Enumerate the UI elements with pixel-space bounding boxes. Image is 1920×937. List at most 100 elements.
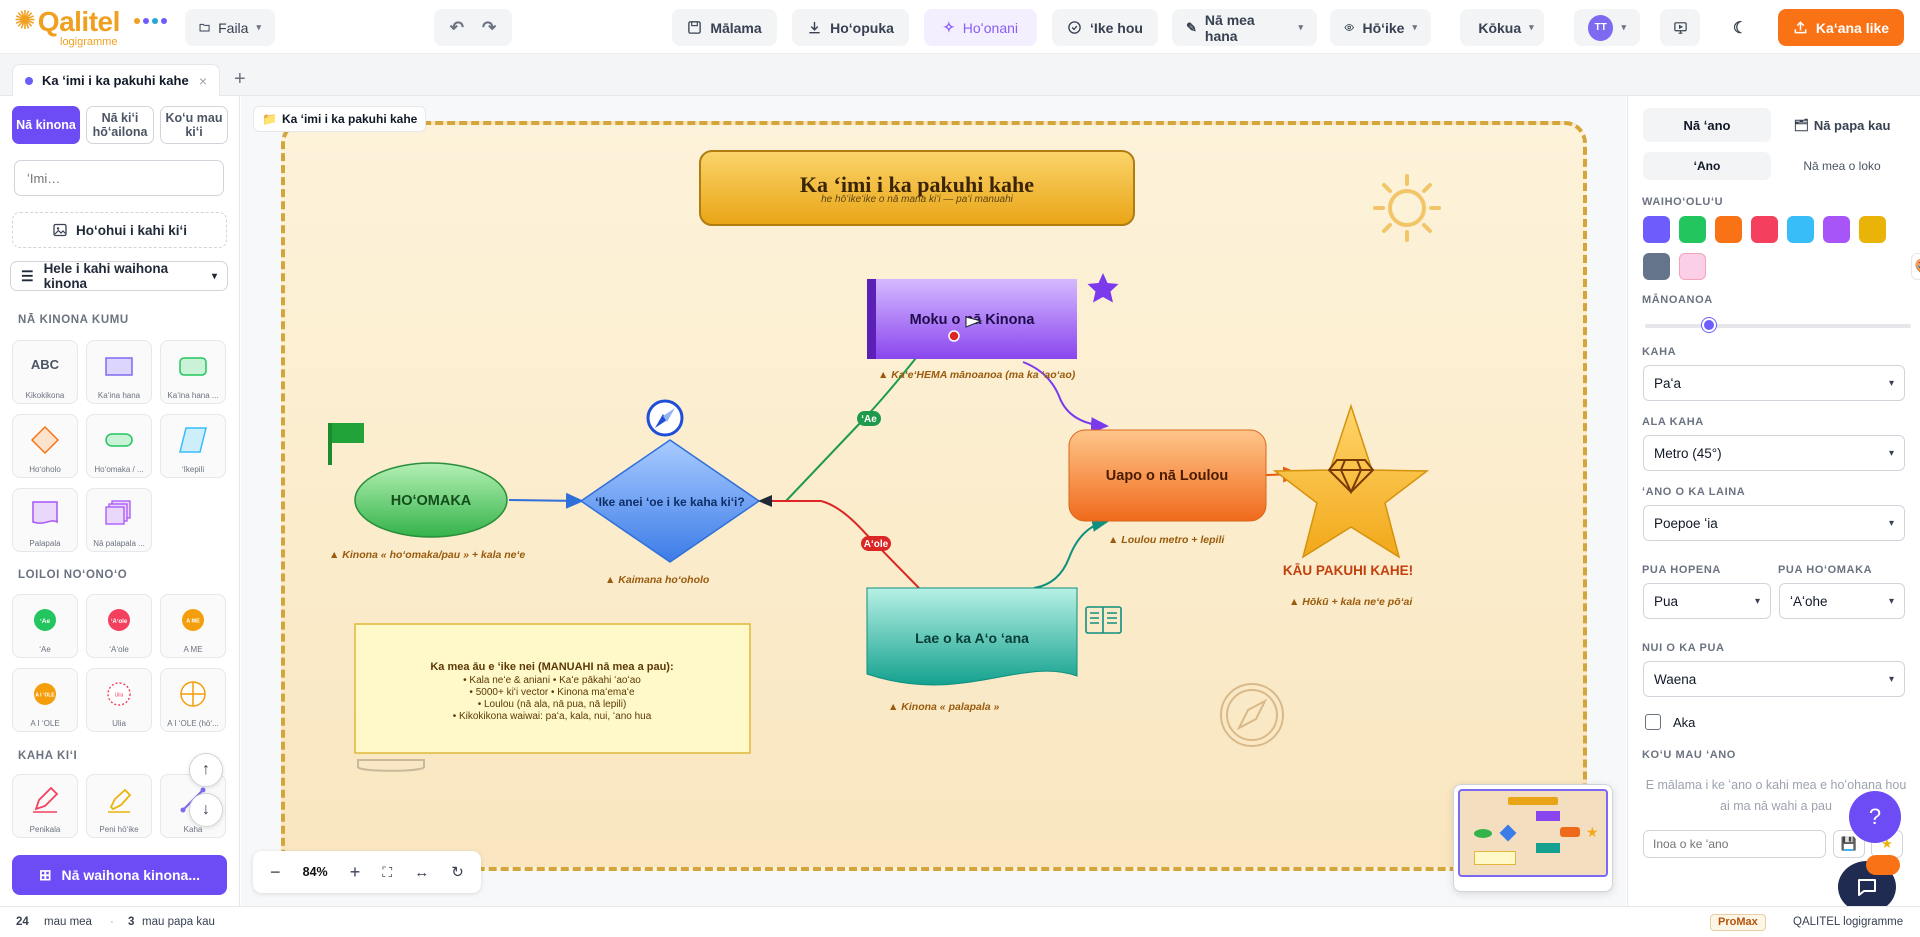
links-hub-node[interactable]: Uapo o nā Loulou	[1068, 429, 1267, 522]
user-menu-button[interactable]: TT ▾	[1574, 9, 1640, 46]
thickness-slider[interactable]	[1645, 318, 1911, 332]
arrow-start-select[interactable]: ʻAʻohe ▾	[1779, 583, 1905, 619]
subtab-contents[interactable]: Nā mea o loko	[1803, 159, 1881, 173]
shape-search-input[interactable]	[14, 160, 224, 196]
sparkle-icon: ✧	[943, 19, 955, 35]
arrow-end-select[interactable]: Pua ▾	[1643, 583, 1771, 619]
color-swatch[interactable]	[1715, 216, 1742, 243]
line-style-select[interactable]: Poepoe ʻia ▾	[1643, 505, 1905, 541]
library-select[interactable]: ☰ Hele i kahi waihona kinona ▾	[10, 261, 228, 291]
logo-dots-icon	[134, 18, 167, 24]
start-node[interactable]: HOʻOMAKA	[328, 423, 508, 538]
connector-bottom-to-right[interactable]	[1033, 516, 1110, 589]
redo-icon[interactable]: ↷	[482, 17, 497, 37]
shape-tile-rounded-process[interactable]: Kaʻina hana ...	[160, 340, 226, 404]
arrow-size-select[interactable]: Waena ▾	[1643, 661, 1905, 697]
shape-libraries-button[interactable]: ⊞ Nā waihona kinona...	[12, 855, 227, 895]
tab-shapes[interactable]: Nā kinona	[12, 106, 80, 144]
file-menu-button[interactable]: Faila ▾	[185, 9, 275, 46]
decision-tile-yes[interactable]: ʻAe ʻAe	[12, 594, 78, 658]
shape-tile-process[interactable]: Kaʻina hana	[86, 340, 152, 404]
custom-color-picker[interactable]: 🎨	[1911, 253, 1920, 280]
decision-tile-xor[interactable]: A I ʻOLE (hōʻ...	[160, 668, 226, 732]
route-select[interactable]: Metro (45°) ▾	[1643, 435, 1905, 471]
shape-tile-data[interactable]: ʻIkepili	[160, 414, 226, 478]
elements-menu-button[interactable]: ✎ Nā mea hana ▾	[1172, 9, 1317, 46]
shape-tile-terminator[interactable]: Hoʻomaka / ...	[86, 414, 152, 478]
decision-tile-error[interactable]: Ulia Ulia	[86, 668, 152, 732]
learning-cape-node[interactable]: Lae o ka Aʻo ʻana	[866, 587, 1078, 686]
minimap[interactable]: ★	[1453, 784, 1613, 892]
connector-no[interactable]	[761, 500, 973, 643]
check-button[interactable]: ʻIke hou	[1052, 9, 1158, 46]
slider-thumb[interactable]	[1701, 318, 1716, 332]
zoom-in-button[interactable]: +	[349, 861, 361, 882]
fit-screen-icon[interactable]: ⛶	[382, 863, 393, 880]
tab-my-images[interactable]: Koʻu mau kiʻi	[160, 106, 228, 144]
reset-view-icon[interactable]: ↻	[451, 864, 464, 881]
left-sidebar: Nā kinona Nā kiʻi hōʻailona Koʻu mau kiʻ…	[0, 96, 240, 906]
line-type-select[interactable]: Paʻa ▾	[1643, 365, 1905, 401]
help-menu-button[interactable]: ? Kōkua ▾	[1460, 9, 1544, 46]
present-button[interactable]	[1660, 9, 1700, 46]
connector-start-decision[interactable]	[508, 492, 584, 509]
color-swatch[interactable]	[1643, 216, 1670, 243]
undo-icon[interactable]: ↶	[449, 17, 464, 37]
view-menu-button[interactable]: Hōʻike ▾	[1330, 9, 1431, 46]
share-button[interactable]: Kaʻana like	[1778, 9, 1904, 46]
draw-tile-pencil[interactable]: Penikala	[12, 774, 78, 838]
board-label-tag[interactable]: 📁 Ka ʻimi i ka pakuhi kahe	[253, 106, 427, 132]
minimap-viewport[interactable]: ★	[1458, 789, 1608, 877]
color-swatch[interactable]	[1679, 216, 1706, 243]
shadow-checkbox-row[interactable]: Aka	[1645, 714, 1695, 730]
title-banner[interactable]: Ka ʻimi i ka pakuhi kahe he hōʻikeʻike o…	[699, 150, 1135, 226]
subtab-style[interactable]: ʻAno	[1643, 152, 1771, 180]
add-tab-icon[interactable]: +	[234, 68, 246, 90]
tab-symbols[interactable]: Nā kiʻi hōʻailona	[86, 106, 154, 144]
shapes-island-node[interactable]: Moku o nā Kinona	[867, 279, 1077, 359]
help-fab[interactable]: ?	[1849, 791, 1901, 843]
tab-layers[interactable]: 🗂 Nā papa kau	[1778, 108, 1906, 142]
tab-styles[interactable]: Nā ʻano	[1643, 108, 1771, 142]
document-tab[interactable]: Ka ʻimi i ka pakuhi kahe ×	[12, 64, 220, 96]
save-style-button[interactable]: 💾	[1833, 830, 1865, 858]
ai-beautify-button[interactable]: ✧ Hoʻonani	[924, 9, 1037, 46]
canvas-area[interactable]: 📁 Ka ʻimi i ka pakuhi kahe Ka ʻimi i ka …	[241, 96, 1626, 906]
result-star-node[interactable]: KĀU PAKUHI KAHE!	[1272, 403, 1430, 578]
shape-tile-decision[interactable]: Hoʻoholo	[12, 414, 78, 478]
style-name-input[interactable]	[1643, 830, 1826, 858]
error-badge-icon: Ulia	[107, 682, 131, 706]
scroll-up-button[interactable]: ↑	[189, 753, 223, 787]
shadow-checkbox[interactable]	[1645, 714, 1661, 730]
sticky-note[interactable]: Ka mea āu e ʻike nei (MANUAHI nā mea a p…	[354, 623, 751, 754]
decision-tile-or[interactable]: A I ʻOLE A I ʻOLE	[12, 668, 78, 732]
zoom-out-button[interactable]: −	[270, 861, 281, 882]
download-button[interactable]: Hoʻopuka	[792, 9, 909, 46]
app-logo[interactable]: ✺ Qalitel logigramme	[14, 8, 167, 48]
shape-tile-text[interactable]: ABC Kikokikona	[12, 340, 78, 404]
dark-mode-toggle[interactable]: ☾	[1720, 9, 1760, 46]
decision-node[interactable]: ʻIke anei ʻoe i ke kaha kiʻi?	[579, 439, 772, 563]
save-button[interactable]: Mālama	[672, 9, 777, 46]
connection-handle-icon[interactable]	[758, 495, 772, 507]
zoom-level[interactable]: 84%	[302, 865, 328, 879]
color-swatch[interactable]	[1787, 216, 1814, 243]
draw-tile-highlighter[interactable]: Peni hōʻike	[86, 774, 152, 838]
shape-tile-multi-document[interactable]: Nā palapala ...	[86, 488, 152, 552]
upload-image-button[interactable]: Hoʻohui i kahi kiʻi	[12, 212, 227, 248]
fit-width-icon[interactable]: ↔	[414, 863, 430, 881]
color-swatch[interactable]	[1751, 216, 1778, 243]
chat-fab[interactable]	[1838, 855, 1900, 913]
close-icon[interactable]: ×	[198, 72, 207, 89]
color-swatch[interactable]	[1859, 216, 1886, 243]
color-swatch[interactable]	[1679, 253, 1706, 280]
color-swatch[interactable]	[1823, 216, 1850, 243]
decision-tile-no[interactable]: ʻAʻole ʻAʻole	[86, 594, 152, 658]
scroll-down-button[interactable]: ↓	[189, 793, 223, 827]
delete-handle-icon[interactable]	[948, 330, 960, 342]
decision-node-label: ʻIke anei ʻoe i ke kaha kiʻi?	[595, 495, 744, 509]
shape-tile-document[interactable]: Palapala	[12, 488, 78, 552]
color-swatch[interactable]	[1643, 253, 1670, 280]
connector-top-to-right[interactable]	[1022, 361, 1109, 434]
decision-tile-and[interactable]: A ME A ME	[160, 594, 226, 658]
